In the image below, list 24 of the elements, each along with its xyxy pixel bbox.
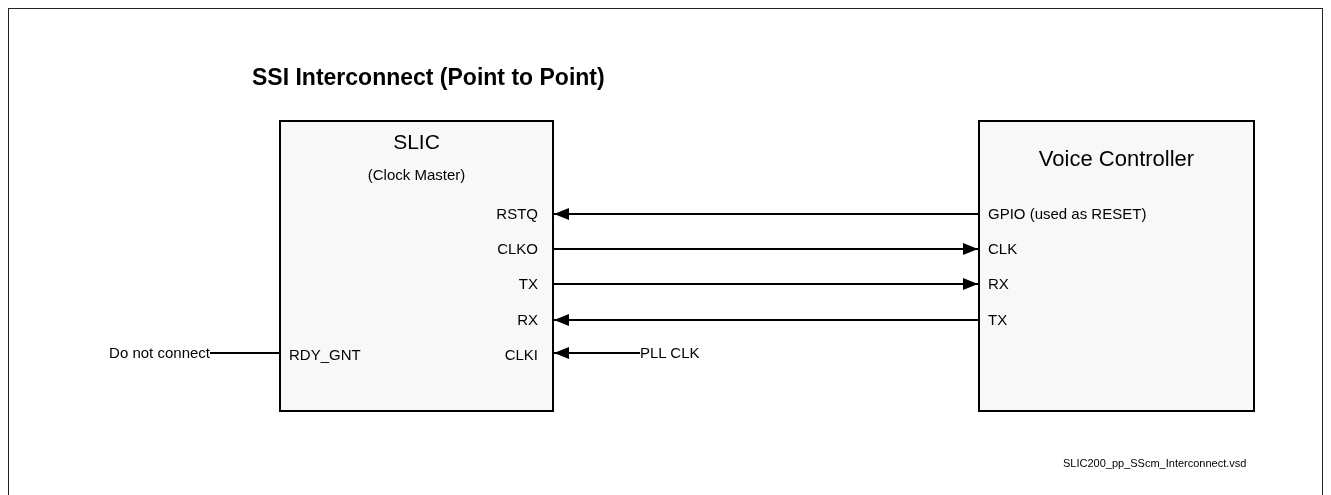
pin-label: RDY_GNT [281, 344, 391, 366]
component-box [978, 120, 1255, 412]
component-box [279, 120, 554, 412]
signal-label: Do not connect [60, 342, 210, 364]
pin-label: TX [401, 273, 552, 295]
diagram-title: SSI Interconnect (Point to Point) [252, 64, 605, 91]
signal-arrow [553, 278, 979, 290]
file-name-note: SLIC200_pp_SScm_Interconnect.vsd [1063, 457, 1247, 469]
box-subtitle: (Clock Master) [367, 166, 466, 183]
signal-arrow [553, 347, 641, 359]
signal-arrow [553, 314, 979, 326]
pin-label: CLKI [401, 344, 552, 366]
box-title: SLIC [393, 130, 440, 153]
pin-label: TX [980, 309, 1100, 331]
pin-label: RX [980, 273, 1100, 295]
pin-label: CLKO [401, 238, 552, 260]
box-title: Voice Controller [1038, 146, 1195, 171]
pin-label: CLK [980, 238, 1100, 260]
signal-arrow [553, 208, 979, 220]
pin-label: RX [401, 309, 552, 331]
pin-label: RSTQ [401, 203, 552, 225]
signal-label: PLL CLK [640, 342, 730, 364]
signal-arrow [553, 243, 979, 255]
pin-label: GPIO (used as RESET) [980, 203, 1180, 225]
